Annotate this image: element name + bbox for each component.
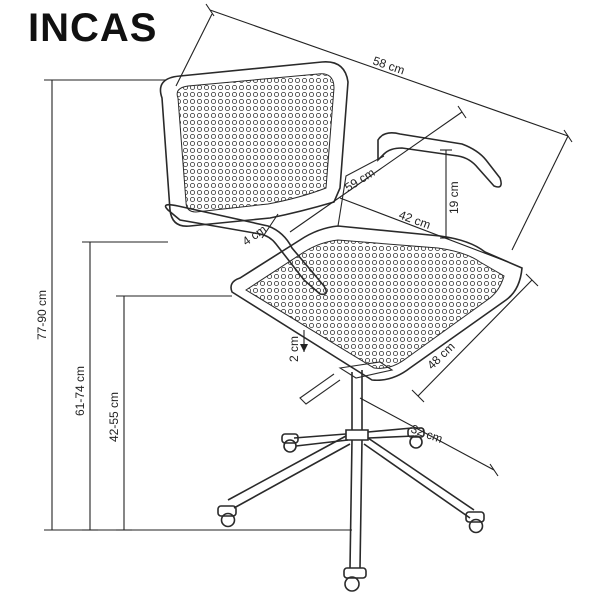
dimension-armrest-floor-height: 61-74 cm	[73, 241, 168, 531]
caster-right	[465, 511, 485, 534]
base-leg-back-right	[367, 427, 415, 439]
label-48cm: 48 cm	[424, 339, 457, 372]
label-42cm: 42 cm	[397, 208, 433, 232]
dimension-armrest-height: 19 cm	[440, 149, 461, 239]
dimension-seat-height: 42-55 cm	[107, 295, 232, 531]
seat-cane	[245, 239, 505, 369]
label-77-90cm: 77-90 cm	[35, 290, 49, 340]
dimension-seat-thickness: 2 cm	[287, 330, 308, 362]
caster-front	[343, 567, 367, 592]
label-59cm: 59 cm	[342, 165, 377, 194]
dimension-total-height: 77-90 cm	[35, 79, 166, 531]
seat-mechanism	[338, 361, 394, 379]
caster-left	[217, 505, 237, 528]
label-61-74cm: 61-74 cm	[73, 366, 87, 416]
right-arm-support	[337, 155, 385, 227]
label-2cm: 2 cm	[287, 336, 301, 362]
backrest-frame	[159, 61, 349, 227]
extension-line-right	[511, 135, 569, 251]
seat-frame	[230, 225, 523, 382]
gas-lift-column	[345, 370, 369, 441]
base-leg-front	[349, 439, 363, 569]
label-58cm: 58 cm	[371, 54, 406, 78]
base-leg-right	[363, 437, 475, 519]
base-leg-back-left	[293, 433, 349, 447]
label-42-55cm: 42-55 cm	[107, 392, 121, 442]
product-title: INCAS	[28, 6, 158, 50]
height-lever	[299, 373, 341, 405]
right-armrest	[377, 132, 502, 188]
caster-back-left	[281, 433, 299, 453]
backrest-cane	[176, 73, 335, 213]
label-19cm: 19 cm	[447, 181, 461, 214]
base-leg-left	[227, 435, 351, 509]
left-armrest	[164, 203, 328, 296]
label-32cm: 32 cm	[409, 422, 445, 446]
chair-drawing	[159, 61, 523, 592]
